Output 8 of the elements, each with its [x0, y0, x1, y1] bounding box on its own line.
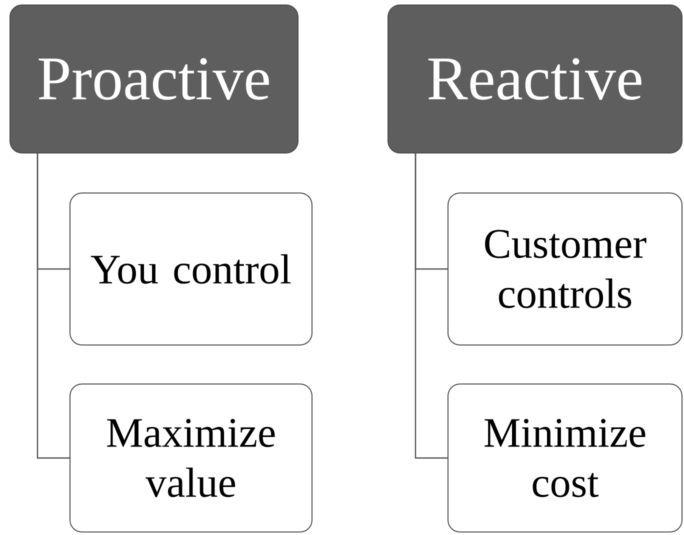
connector-line: [36, 154, 70, 459]
item-box: Maximize value: [70, 384, 312, 532]
item-box: Customer controls: [448, 192, 682, 346]
header-box: Proactive: [10, 4, 298, 154]
connector-line: [414, 154, 448, 459]
item-box: You control: [70, 192, 312, 346]
header-box: Reactive: [388, 4, 682, 154]
item-box: Minimize cost: [448, 384, 682, 532]
